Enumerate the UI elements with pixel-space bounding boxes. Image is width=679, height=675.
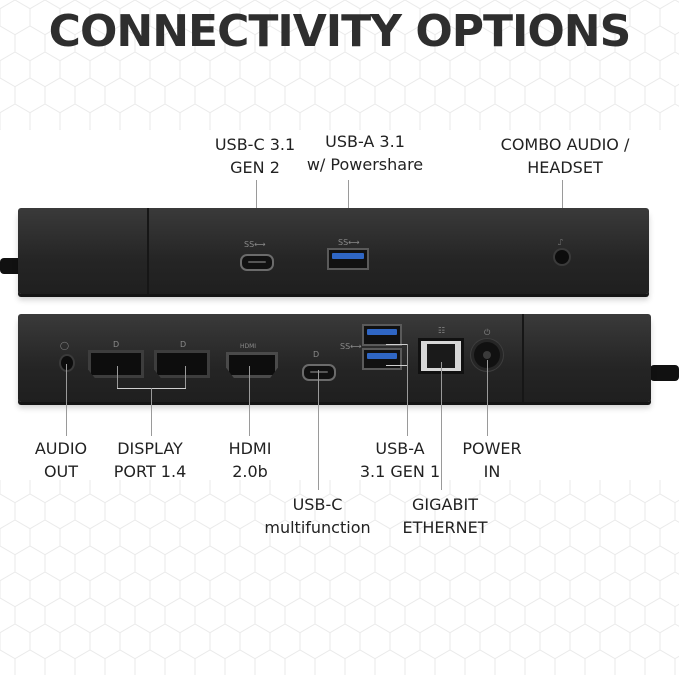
leader-line-dp (151, 388, 152, 436)
port-usbc-multifunction (302, 364, 336, 381)
displayport-icon: D (113, 340, 120, 349)
headset-icon: ⑀ (558, 238, 563, 247)
ss-usb-icon: SS⟷ (338, 238, 360, 247)
port-hdmi (226, 352, 278, 378)
label-audio-out: AUDIO OUT (34, 439, 88, 481)
displayport-icon: D (313, 350, 320, 359)
port-usba-gen1-top (362, 324, 402, 346)
leader-line-ethernet (441, 362, 442, 490)
leader-line-dp-2 (185, 366, 186, 388)
displayport-icon: D (180, 340, 187, 349)
lan-icon: ☷ (438, 326, 446, 335)
port-displayport-1 (88, 350, 144, 378)
ss-usb-icon: SS⟷ (340, 342, 362, 351)
rear-cable (650, 365, 679, 381)
label-usbc-gen2: USB-C 3.1 GEN 2 (214, 135, 296, 177)
power-icon: ⏻ (484, 328, 491, 337)
leader-line-usba-top-h (386, 344, 407, 345)
port-combo-audio (555, 250, 569, 264)
port-displayport-2 (154, 350, 210, 378)
leader-line-usba-bottom-h (386, 365, 407, 366)
label-gigabit-ethernet: GIGABIT ETHERNET (402, 495, 488, 537)
port-audio-out (61, 356, 73, 370)
leader-line-usba (407, 344, 408, 436)
dock-rear-view: ◯ D D HDMI D SS⟷ ☷ ⏻ (18, 314, 651, 402)
leader-line-usbc-multifunction (318, 370, 319, 490)
ss-usb-icon: SS⟷ (244, 240, 266, 249)
leader-line-hdmi (249, 366, 250, 436)
label-usba-powershare: USB-A 3.1 w/ Powershare (306, 132, 424, 174)
page-title: CONNECTIVITY OPTIONS (48, 6, 632, 57)
leader-line-dp-1 (117, 366, 118, 388)
dock-front-view: SS⟷ SS⟷ ⑀ (18, 208, 649, 294)
label-combo-audio: COMBO AUDIO / HEADSET (500, 135, 630, 177)
dock-seam (522, 314, 524, 402)
audio-out-icon: ◯ (60, 341, 69, 350)
port-usbc-gen2 (240, 254, 274, 271)
label-displayport: DISPLAY PORT 1.4 (113, 439, 187, 481)
port-usba-powershare (327, 248, 369, 270)
leader-line-audio-out (66, 364, 67, 436)
dock-seam (147, 208, 149, 294)
label-usbc-multifunction: USB-C multifunction (264, 495, 371, 537)
front-cable (0, 258, 22, 274)
label-power-in: POWER IN (462, 439, 522, 481)
label-usba-gen1: USB-A 3.1 GEN 1 (359, 439, 441, 481)
leader-line-power (487, 360, 488, 436)
hdmi-icon: HDMI (240, 343, 257, 350)
label-hdmi: HDMI 2.0b (228, 439, 272, 481)
port-usba-gen1-bottom (362, 348, 402, 370)
